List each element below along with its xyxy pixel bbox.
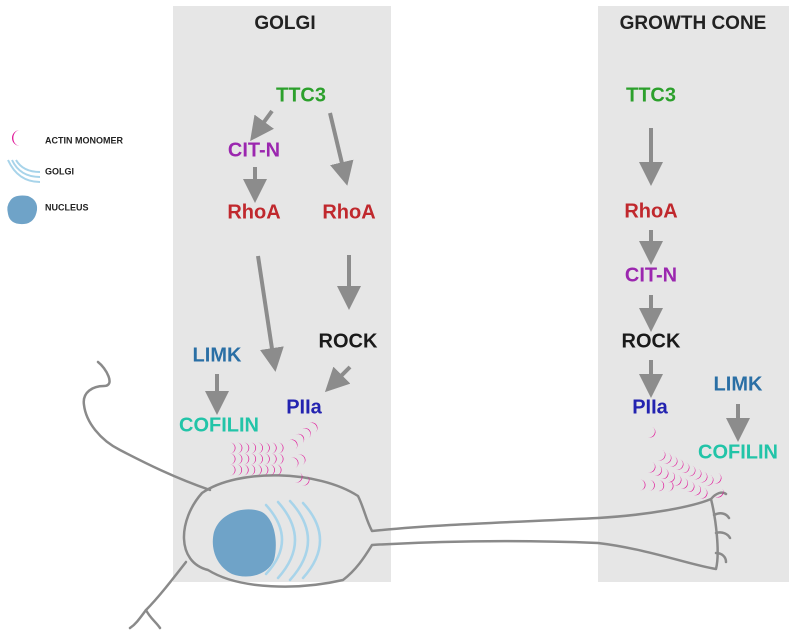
golgi-cisterna-3: [288, 499, 310, 582]
growth-cone-limk: LIMK: [714, 373, 763, 395]
growth-cone-cit-n: CIT-N: [625, 264, 677, 286]
growth-cone-rock: ROCK: [622, 330, 681, 352]
growth-cone-panel-title: GROWTH CONE: [620, 13, 767, 34]
arrow-rhoa-left-to-piia: [256, 255, 284, 372]
growth-cone-piia: PIIa: [632, 396, 668, 418]
golgi-rhoa-right: RhoA: [322, 201, 375, 223]
dendrite-lower-branch: [144, 608, 162, 630]
golgi-ttc3: TTC3: [276, 84, 326, 106]
golgi-arrows: [205, 109, 361, 415]
arrow-ttc3-to-citn: [250, 109, 274, 142]
golgi-apparatus: [264, 499, 322, 582]
legend-golgi: GOLGI: [45, 166, 74, 176]
neuron-cell: [82, 360, 732, 630]
dendrite-lower: [128, 560, 188, 630]
growth-cone-ttc3: TTC3: [626, 84, 676, 106]
golgi-rhoa-left: RhoA: [227, 201, 280, 223]
actin-monomer-icon: [12, 130, 20, 146]
growth-cone-filopodium-2: [712, 512, 731, 520]
cell-body-outline: [182, 474, 719, 588]
dendrite-upper: [82, 360, 212, 492]
golgi-cofilin: COFILIN: [179, 414, 259, 436]
growth-cone-filopodium-3: [714, 531, 732, 540]
growth-cone-filopodium-4: [714, 551, 728, 564]
legend-nucleus: NUCLEUS: [45, 202, 89, 212]
growth-cone-arrows: [639, 128, 750, 442]
golgi-cisterna-2: [276, 500, 297, 580]
arrow-ttc3-to-rhoa-right: [328, 112, 354, 186]
golgi-rock: ROCK: [319, 330, 378, 352]
golgi-piia: PIIa: [286, 396, 322, 418]
growth-cone-cofilin: COFILIN: [698, 441, 778, 463]
golgi-panel-title: GOLGI: [254, 13, 315, 34]
nucleus-icon: [7, 195, 38, 225]
golgi-limk: LIMK: [193, 344, 242, 366]
arrow-rock-to-piia: [324, 365, 352, 393]
growth-cone-panel: [598, 6, 789, 582]
legend-actin-monomer: ACTIN MONOMER: [45, 135, 123, 145]
golgi-cisterna-1: [264, 503, 284, 576]
growth-cone-filopodium-1: [709, 491, 728, 501]
nucleus-shape: [212, 509, 276, 577]
golgi-cisterna-4: [301, 501, 322, 580]
growth-cone-rhoa: RhoA: [624, 200, 677, 222]
golgi-icon: [7, 159, 41, 183]
golgi-cit-n: CIT-N: [228, 139, 280, 161]
legend: ACTIN MONOMER GOLGI NUCLEUS: [7, 130, 123, 225]
